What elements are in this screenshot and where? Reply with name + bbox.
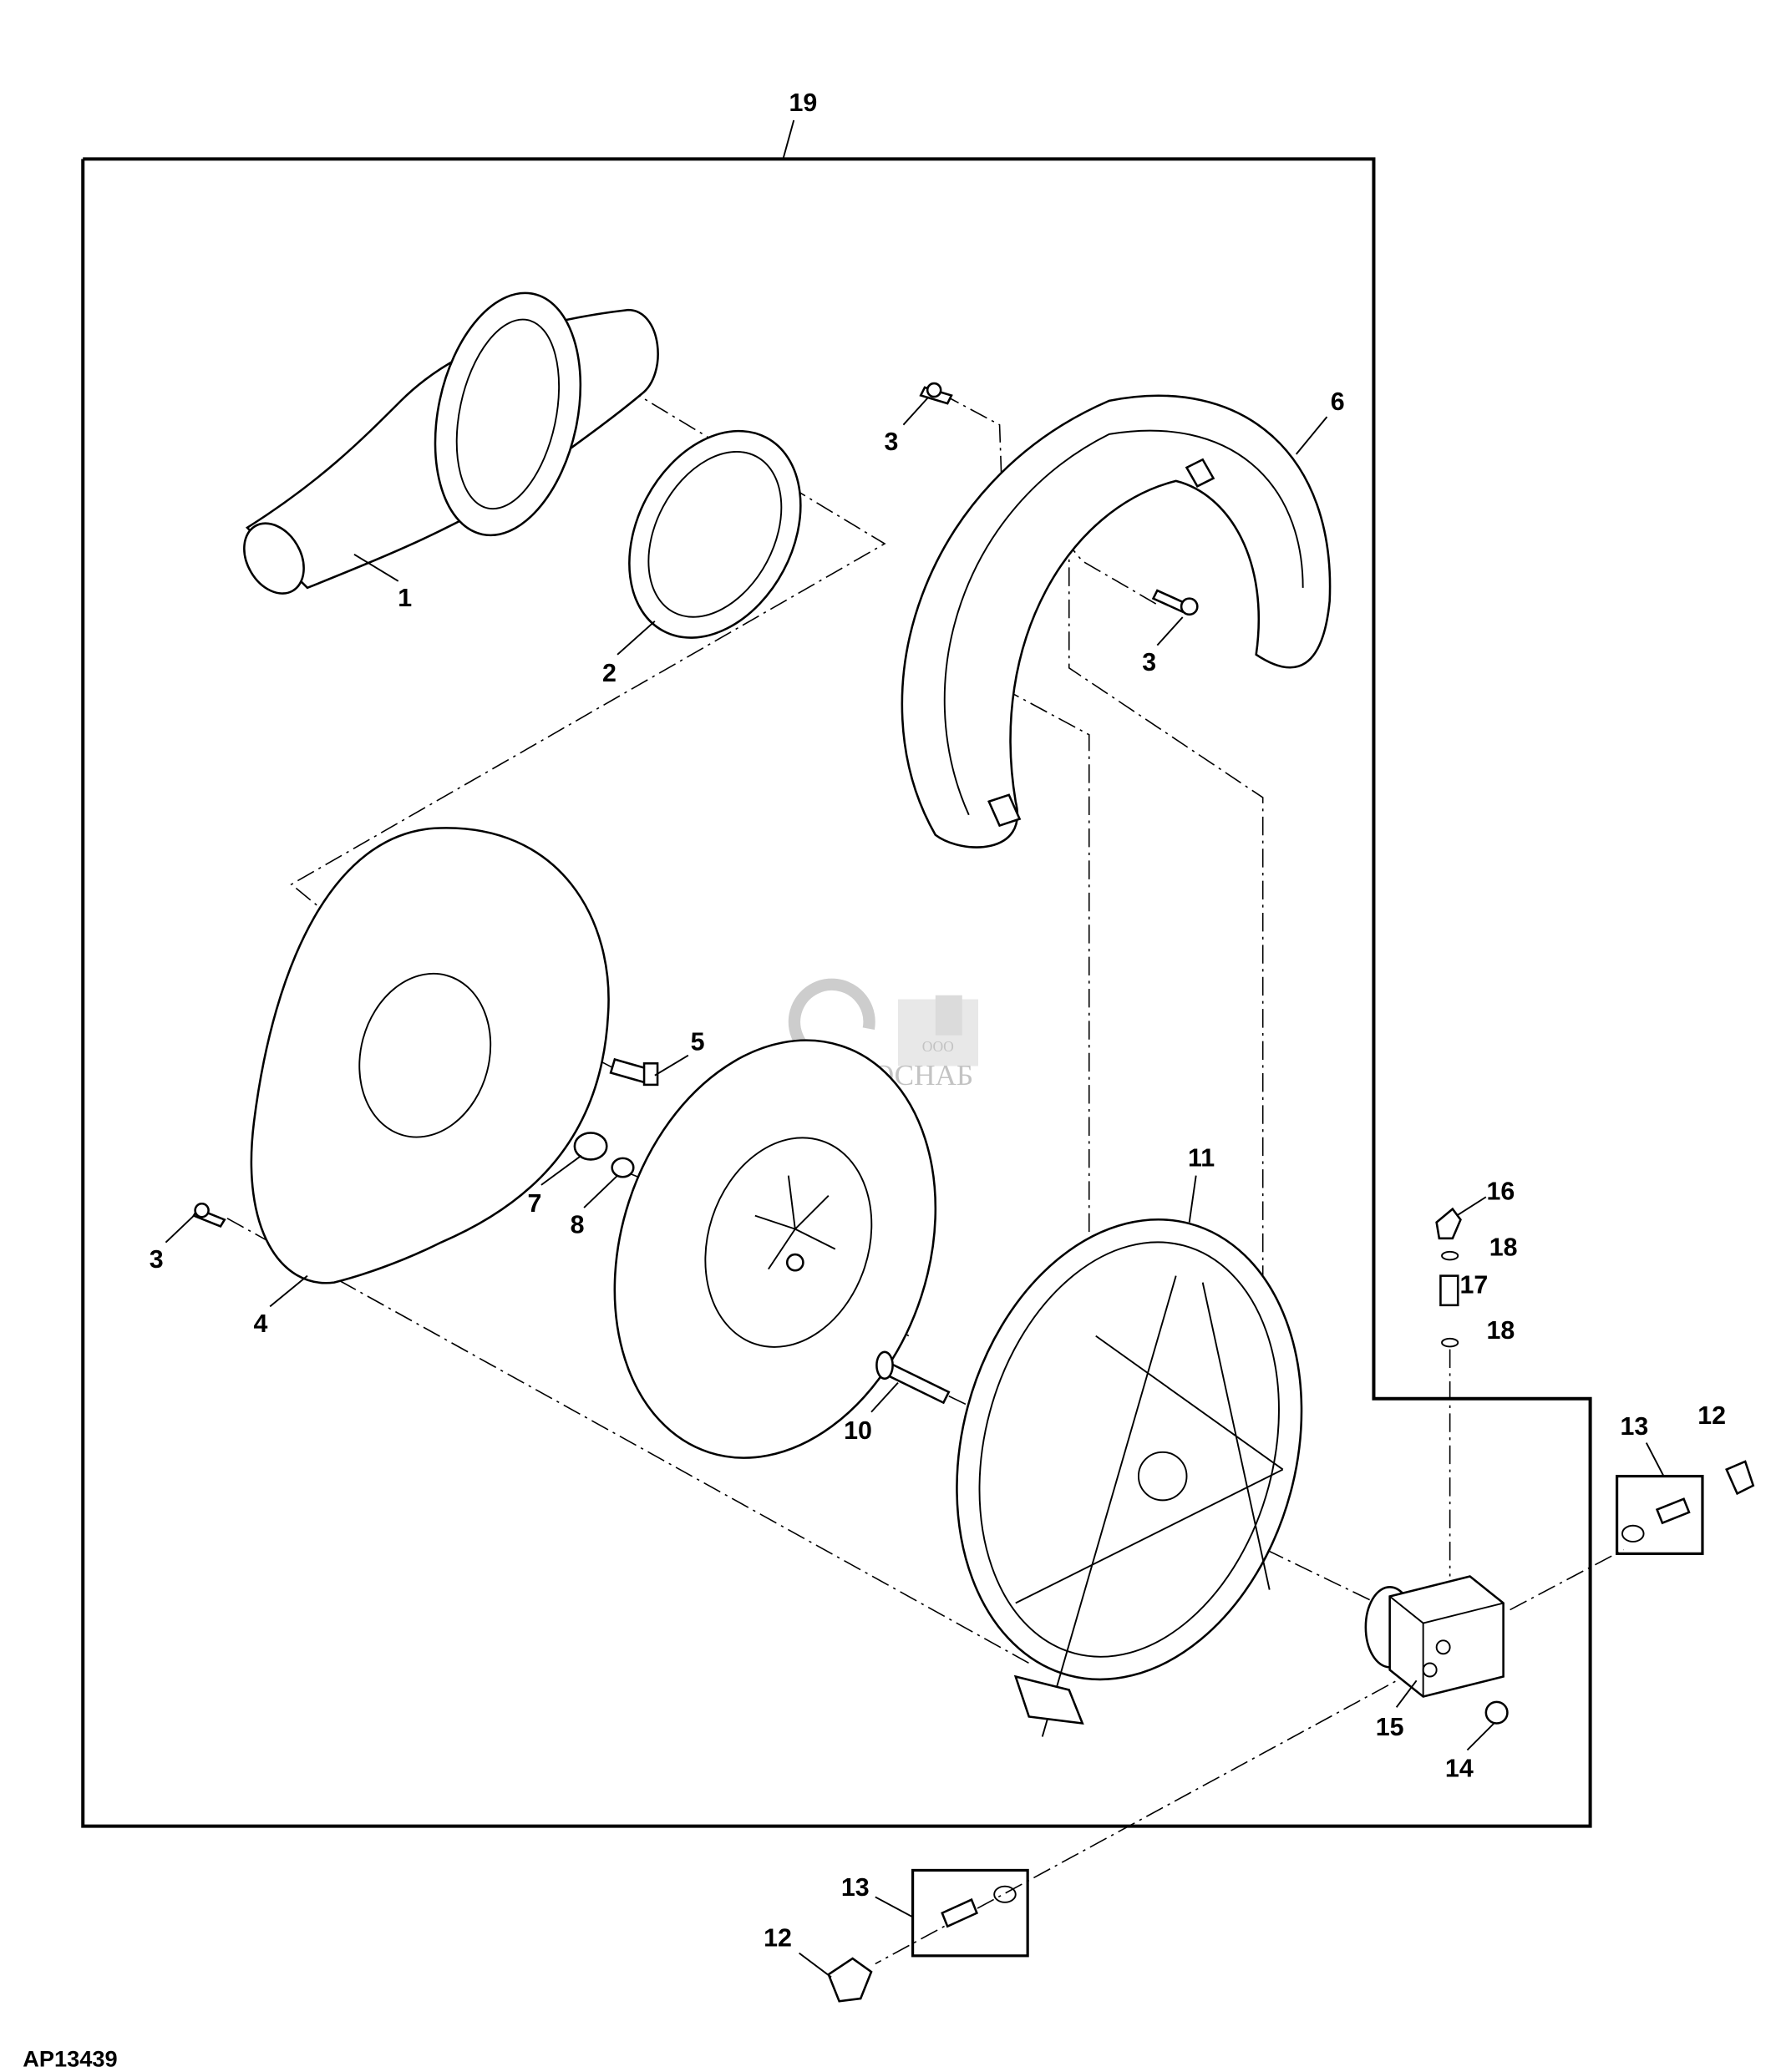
part-15-valve-block xyxy=(1364,1575,1505,1698)
kit-box-13a xyxy=(1615,1474,1704,1555)
callout-17: 17 xyxy=(1460,1270,1489,1299)
callout-6: 6 xyxy=(1331,388,1345,416)
callout-13: 13 xyxy=(841,1873,870,1902)
part-6-shield xyxy=(901,394,1332,849)
callout-12: 12 xyxy=(764,1924,792,1953)
part-11-housing xyxy=(956,1218,1303,1737)
fittings xyxy=(827,1207,1755,2003)
callout-2: 2 xyxy=(602,659,617,687)
callout-11: 11 xyxy=(1188,1143,1215,1172)
kit-box-13b xyxy=(911,1868,1029,1958)
callout-leaders xyxy=(165,396,1665,1978)
callout-5: 5 xyxy=(691,1027,705,1056)
part-3-bolts xyxy=(192,382,1199,1229)
callout-18: 18 xyxy=(1487,1316,1515,1345)
parts-5-7-8 xyxy=(573,1057,659,1178)
callout-10: 10 xyxy=(844,1416,872,1445)
callout-1: 1 xyxy=(398,584,412,612)
callout-3: 3 xyxy=(885,428,899,456)
svg-text:ООО: ООО xyxy=(922,1038,954,1055)
callout-15: 15 xyxy=(1376,1713,1404,1741)
callout-12: 12 xyxy=(1697,1401,1726,1430)
callout-3: 3 xyxy=(150,1245,164,1274)
callout-labels: 19 1 2 3 6 3 5 7 8 3 4 11 10 16 18 17 18… xyxy=(150,89,1726,1953)
impeller-disc xyxy=(613,1039,937,1459)
part-4-plate xyxy=(250,827,610,1284)
callout-4: 4 xyxy=(254,1310,268,1338)
callout-19: 19 xyxy=(789,89,818,117)
callout-16: 16 xyxy=(1487,1177,1515,1205)
callout-8: 8 xyxy=(571,1210,585,1239)
part-10-bolt xyxy=(875,1350,951,1405)
callout-13: 13 xyxy=(1620,1412,1648,1441)
part-2-gasket xyxy=(628,429,802,639)
callout-18: 18 xyxy=(1489,1234,1518,1262)
assembly-frame xyxy=(81,157,1592,1828)
part-1-duct xyxy=(243,291,659,595)
callout-3: 3 xyxy=(1142,648,1156,676)
figure-id: AP13439 xyxy=(23,2046,117,2072)
callout-7: 7 xyxy=(527,1189,541,1218)
callout-14: 14 xyxy=(1445,1754,1474,1782)
